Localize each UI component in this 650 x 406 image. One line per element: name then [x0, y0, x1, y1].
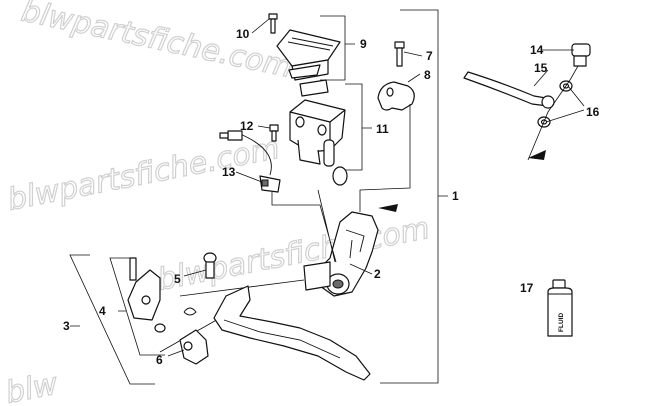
- brake-lever: [213, 285, 371, 381]
- callout-13: 13: [222, 165, 236, 179]
- callout-16: 16: [586, 105, 600, 119]
- callout-7: 7: [426, 49, 433, 63]
- brake-switch-13: [219, 130, 281, 193]
- callout-4: 4: [99, 304, 106, 318]
- watermark-group: blwpartsfiche.com blwpartsfiche.com blwp…: [2, 0, 433, 406]
- callout-15: 15: [534, 61, 548, 75]
- brake-hose-15: [463, 71, 555, 109]
- assembly-lines: [159, 104, 411, 353]
- callout-11: 11: [376, 122, 389, 136]
- callout-5: 5: [174, 272, 181, 286]
- watermark-bottom: blwpartsfiche.com: [155, 211, 433, 298]
- bracket-9: [320, 15, 355, 81]
- callout-14: 14: [530, 43, 544, 57]
- fluid-label: FLUID: [558, 313, 565, 332]
- callout-17: 17: [520, 281, 534, 295]
- arrow-hose: [528, 150, 546, 160]
- bracket-4: [109, 257, 165, 356]
- callout-leaders: [167, 18, 574, 357]
- adjuster-bolt-5: [203, 252, 217, 279]
- arrow-lever: [378, 204, 398, 212]
- clamp-8: [377, 81, 415, 111]
- callout-3: 3: [63, 319, 70, 333]
- callout-12: 12: [240, 119, 254, 133]
- callout-10: 10: [236, 27, 250, 41]
- callout-9: 9: [360, 37, 367, 51]
- adjuster-knob-6: [179, 329, 209, 365]
- watermark-corner: blw: [3, 367, 61, 406]
- master-cylinder-body: [289, 99, 348, 186]
- pivot-bracket-4: [127, 257, 197, 333]
- callout-6: 6: [156, 353, 163, 367]
- watermark-middle: blwpartsfiche.com: [5, 131, 283, 218]
- callout-2: 2: [374, 267, 381, 281]
- brake-fluid-bottle-17: FLUID: [547, 279, 573, 337]
- bracket-1: [380, 9, 448, 384]
- watermark-top: blwpartsfiche.com: [18, 0, 295, 85]
- callout-labels: 1 2 3 4 5 6 7 8 9 10 11 12 13 14 15 16 1…: [63, 27, 600, 367]
- screw-7: [394, 41, 405, 67]
- screw-10: [268, 13, 278, 34]
- banjo-bolt-14: [571, 43, 591, 67]
- bracket-11: [340, 83, 372, 171]
- bracket-3: [69, 254, 155, 385]
- callout-1: 1: [452, 189, 459, 203]
- hose-leaders: [527, 65, 585, 161]
- lever-housing-2: [303, 211, 379, 297]
- callout-8: 8: [424, 68, 431, 82]
- reservoir-cap: [276, 29, 341, 97]
